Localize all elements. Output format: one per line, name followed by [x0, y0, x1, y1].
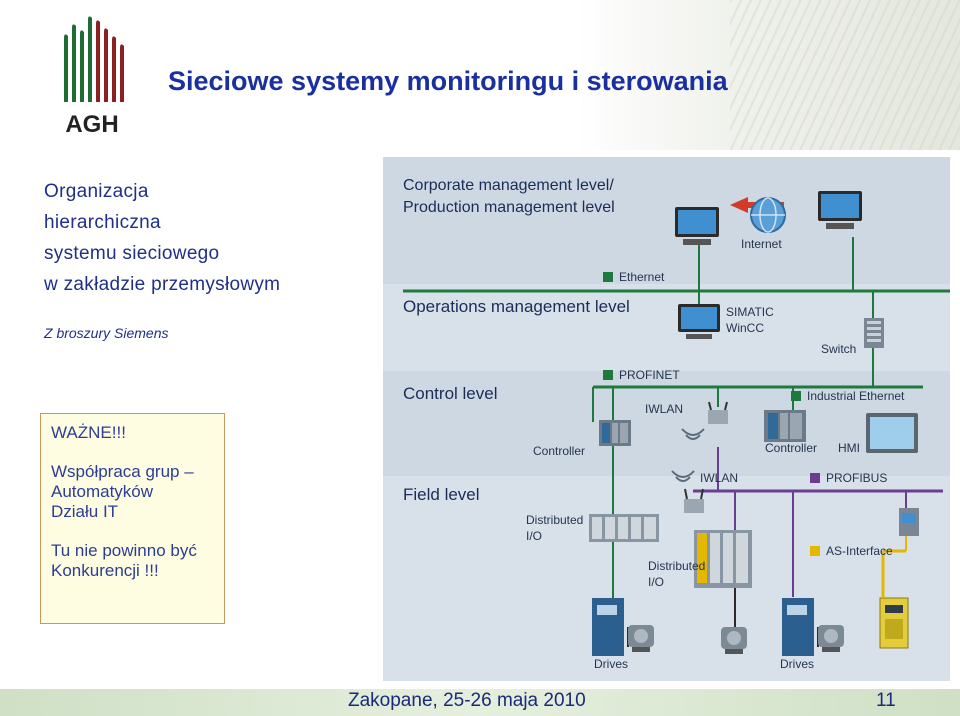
footer-event: Zakopane, 25-26 maja 2010: [348, 690, 586, 711]
logo-text: AGH: [65, 111, 118, 134]
drive-icon: [782, 598, 814, 656]
distributed-io-icon: [694, 530, 752, 588]
label-wincc: WinCC: [726, 321, 764, 335]
note-line: Automatyków: [51, 482, 154, 501]
label-drives-2: Drives: [780, 657, 815, 671]
pc-monitor-icon: [678, 304, 720, 339]
legend-profibus-label: PROFIBUS: [826, 471, 888, 485]
lead-line: w zakładzie przemysłowym: [44, 274, 281, 295]
motor-icon: [721, 627, 747, 654]
label-controller-1: Controller: [533, 444, 586, 458]
agh-logo: AGH: [64, 16, 124, 134]
level-corporate-line1: Corporate management level/: [403, 177, 614, 194]
label-iwlan-field: IWLAN: [700, 471, 739, 485]
note-line: Tu nie powinno być: [51, 541, 197, 560]
legend-ethernet-label: Ethernet: [619, 270, 665, 284]
drive-icon: [592, 598, 624, 656]
slide-title: Sieciowe systemy monitoringu i sterowani…: [168, 66, 728, 96]
legend-industrial-ethernet: Industrial Ethernet: [791, 389, 904, 403]
label-simatic: SIMATIC: [726, 305, 774, 319]
pc-monitor-icon: [818, 191, 862, 229]
label-iwlan-control: IWLAN: [645, 402, 684, 416]
controller-icon: [599, 420, 631, 446]
switch-icon: [864, 318, 884, 348]
field-device-icon: [899, 508, 919, 536]
level-operations: Operations management level: [403, 297, 630, 316]
legend-profibus: PROFIBUS: [810, 471, 887, 485]
lead-line: systemu sieciowego: [44, 243, 220, 264]
access-point-icon: [708, 401, 728, 424]
access-point-icon: [684, 488, 704, 513]
network-hierarchy-diagram: Corporate management level/ Production m…: [383, 157, 950, 681]
level-control: Control level: [403, 384, 498, 403]
wireless-signal-icon: [681, 428, 705, 440]
field-module-icon: [879, 597, 909, 649]
note-box: WAŻNE!!! Współpraca grup – Automatyków D…: [40, 413, 225, 624]
legend-industrial-ethernet-label: Industrial Ethernet: [807, 389, 905, 403]
note-line: Konkurencji !!!: [51, 561, 159, 580]
label-distributed-io-2b: I/O: [648, 575, 665, 589]
field-band: [383, 476, 950, 681]
motor-icon: [818, 625, 844, 652]
label-controller-2: Controller: [765, 441, 818, 455]
note-line: Współpraca grup –: [51, 462, 194, 481]
controller-icon: [764, 410, 806, 442]
distributed-io-icon: [589, 514, 659, 542]
pc-monitor-icon: [675, 207, 719, 245]
label-hmi: HMI: [838, 441, 860, 455]
motor-icon: [628, 625, 654, 652]
lead-line: hierarchiczna: [44, 212, 161, 233]
header-hatch: [730, 0, 960, 150]
level-field: Field level: [403, 485, 480, 504]
label-switch: Switch: [821, 342, 857, 356]
slide-number: 11: [876, 690, 896, 711]
header-band: [0, 0, 960, 150]
network-lines: [403, 237, 950, 647]
label-internet: Internet: [741, 237, 782, 251]
legend-profinet: PROFINET: [603, 368, 680, 382]
legend-ethernet: Ethernet: [603, 270, 664, 284]
label-distributed-io-1a: Distributed: [526, 513, 584, 527]
globe-icon: [750, 197, 786, 233]
legend-as-interface-label: AS-Interface: [826, 544, 893, 558]
hmi-panel-icon: [866, 413, 918, 453]
legend-profinet-label: PROFINET: [619, 368, 680, 382]
source-note: Z broszury Siemens: [44, 325, 169, 341]
label-drives-1: Drives: [594, 657, 629, 671]
note-line: WAŻNE!!!: [51, 423, 126, 442]
legend-as-interface: AS-Interface: [810, 544, 893, 558]
level-corporate-line2: Production management level: [403, 199, 615, 216]
lead-line: Organizacja: [44, 181, 149, 202]
label-distributed-io-2a: Distributed: [648, 559, 706, 573]
note-line: Działu IT: [51, 502, 119, 521]
wireless-signal-icon: [671, 470, 695, 482]
footer-band: [0, 689, 960, 716]
lead-text: Organizacja hierarchiczna systemu siecio…: [44, 176, 280, 300]
label-distributed-io-1b: I/O: [526, 529, 543, 543]
operations-band: [383, 284, 950, 371]
